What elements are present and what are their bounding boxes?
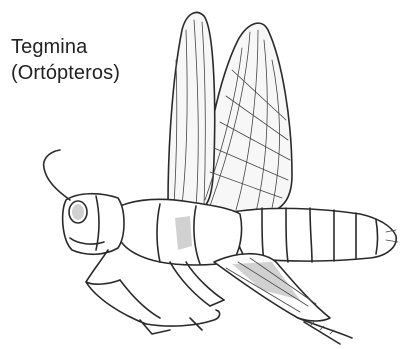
antenna — [44, 150, 70, 200]
legs — [86, 250, 352, 344]
thorax — [117, 199, 242, 265]
tegmina-wings — [168, 12, 292, 213]
head — [44, 150, 124, 254]
